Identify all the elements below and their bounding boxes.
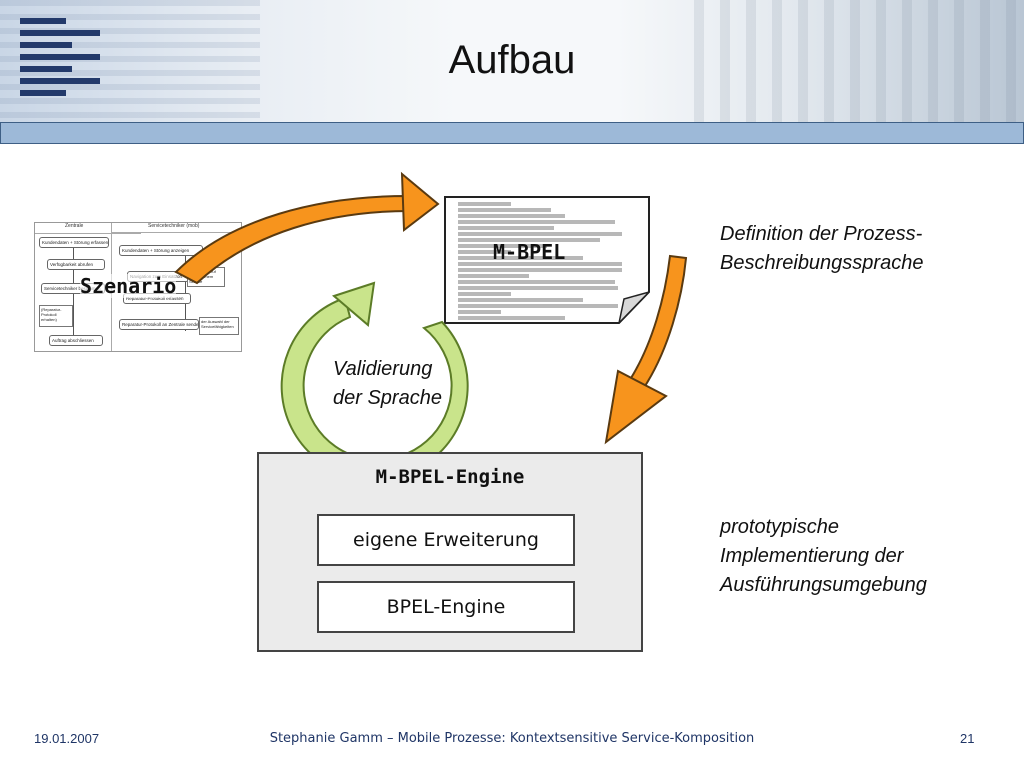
implementation-line: Ausführungsumgebung: [720, 574, 927, 596]
scenario-lane-label: Zentrale: [35, 223, 141, 234]
validation-line: Validierung: [333, 358, 433, 380]
scenario-step: Verfügbarkeit abrufen: [47, 259, 105, 270]
logo-icon: [20, 18, 100, 98]
document-code-lines: [458, 202, 636, 322]
implementation-caption: prototypische Implementierung der Ausfüh…: [720, 513, 927, 600]
header-banner: Aufbau: [0, 0, 1024, 122]
scenario-step: Auftrag abschliessen: [49, 335, 103, 346]
scenario-lane-label: Servicetechniker (mob): [112, 223, 240, 233]
footer-date: 19.01.2007: [34, 731, 100, 746]
definition-line: Definition der Prozess-: [720, 223, 923, 245]
arrow-scenario-to-mbpel-icon: [174, 171, 440, 285]
definition-caption: Definition der Prozess- Beschreibungsspr…: [720, 220, 923, 278]
definition-line: Beschreibungssprache: [720, 252, 924, 274]
mbpel-document: [444, 196, 650, 324]
engine-component-extension: eigene Erweiterung: [317, 514, 575, 566]
header-building-right: [694, 0, 1024, 122]
implementation-line: Implementierung der: [720, 545, 904, 567]
mbpel-label: M-BPEL: [493, 240, 566, 264]
scenario-step: Kundendaten + Störung erfassen: [39, 237, 109, 248]
engine-title: M-BPEL-Engine: [375, 466, 525, 488]
scenario-label: Szenario: [80, 274, 177, 298]
scenario-note: (Reparatur-Protokoll erhalten): [39, 305, 73, 327]
implementation-line: prototypische: [720, 516, 839, 538]
scenario-step: Reparatur-Protokoll an Zentrale senden: [119, 319, 199, 330]
slide-title: Aufbau: [448, 38, 576, 82]
engine-component-bpel: BPEL-Engine: [317, 581, 575, 633]
validation-label: Validierung der Sprache: [333, 355, 442, 413]
validation-line: der Sprache: [333, 387, 442, 409]
engine-container: M-BPEL-Engine eigene Erweiterung BPEL-En…: [257, 452, 643, 652]
arrow-mbpel-to-engine-icon: [604, 254, 688, 445]
scenario-note: der Auswahl der Servicefähigkeiten: [199, 317, 239, 335]
footer-text: Stephanie Gamm – Mobile Prozesse: Kontex…: [269, 731, 755, 746]
scenario-flow-line: [185, 245, 186, 331]
footer-page-number: 21: [960, 731, 975, 746]
